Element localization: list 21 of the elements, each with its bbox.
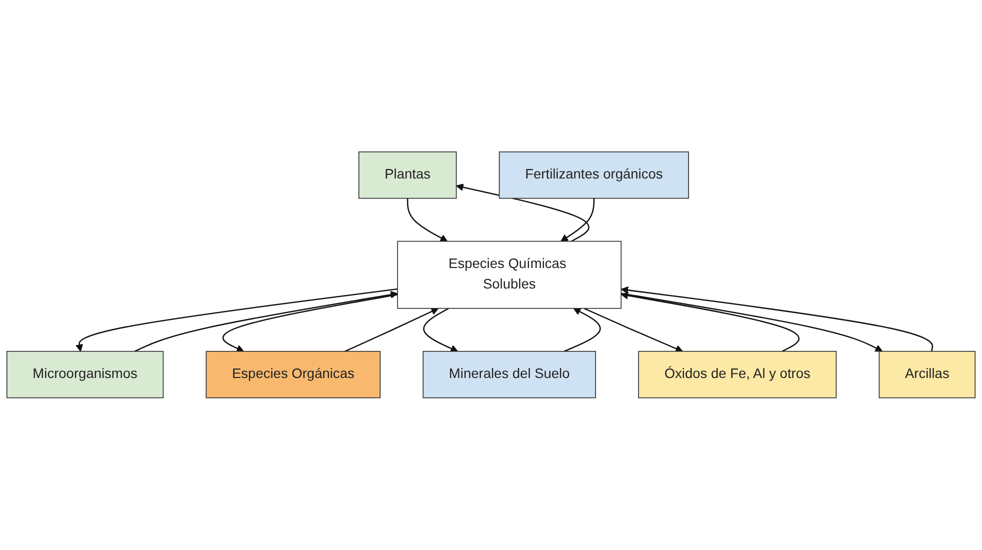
node-box: Fertilizantes orgánicos: [498, 152, 689, 199]
node-box: Óxidos de Fe, Al y otros: [638, 351, 837, 398]
node-box: Especies Químicas Solubles: [397, 241, 622, 309]
arrow: [621, 292, 883, 352]
arrow: [222, 294, 398, 352]
arrow: [406, 198, 448, 242]
arrow: [134, 291, 398, 352]
arrow: [564, 308, 601, 352]
node-box: Arcillas: [878, 351, 976, 398]
arrow: [620, 292, 800, 352]
node-box: Plantas: [358, 152, 457, 199]
node-box: Minerales del Suelo: [422, 351, 596, 398]
arrow: [423, 308, 458, 352]
node-box: Microorganismos: [6, 351, 164, 398]
arrow: [620, 286, 933, 352]
arrow: [344, 308, 439, 352]
arrow: [456, 184, 590, 242]
arrow: [76, 288, 398, 352]
arrow: [560, 198, 595, 242]
node-box: Especies Orgánicas: [206, 351, 381, 398]
arrow: [584, 308, 683, 352]
